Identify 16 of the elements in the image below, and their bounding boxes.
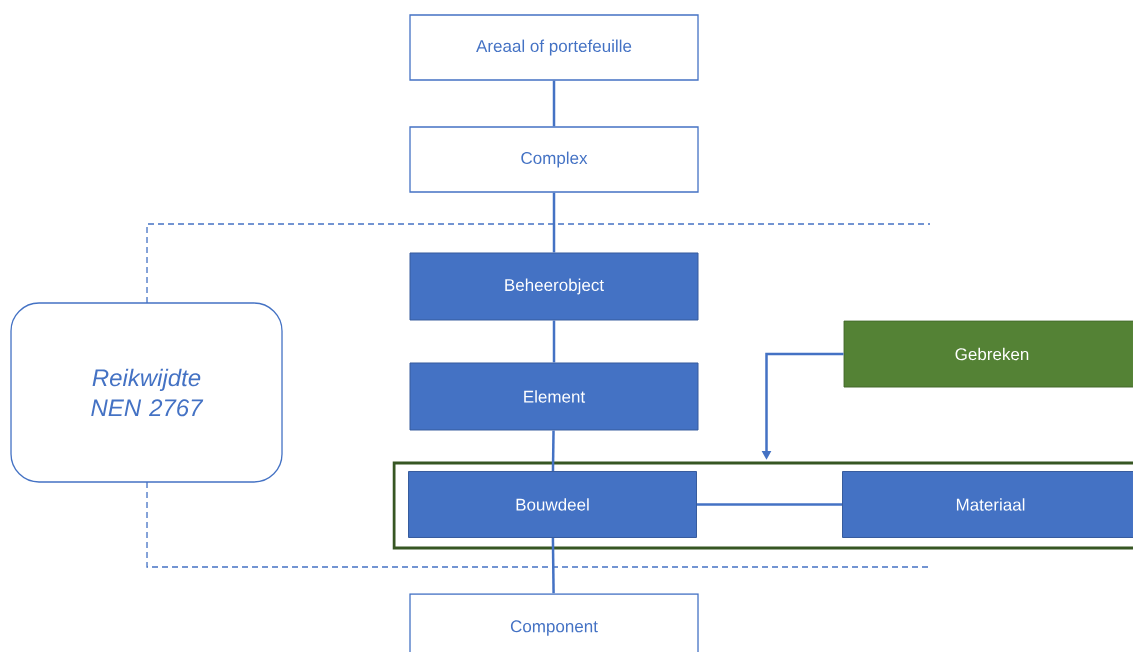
connector-line: [551, 430, 555, 471]
level-box: Bouwdeel: [408, 471, 697, 538]
scope-box: Reikwijdte NEN 2767: [10, 302, 283, 483]
level-box: Complex: [409, 126, 699, 193]
level-box: Areaal of portefeuille: [409, 14, 699, 81]
connector-line: [552, 192, 556, 253]
connector-line: [551, 537, 555, 594]
level-box: Component: [409, 593, 699, 652]
level-box: Element: [409, 362, 699, 431]
connector-line: [697, 503, 842, 506]
defect-box: Gebreken: [843, 320, 1133, 388]
level-box: Materiaal: [842, 471, 1133, 538]
level-box: Beheerobject: [409, 252, 699, 321]
connector-line: [552, 80, 556, 127]
group-frame: [392, 461, 1133, 550]
connector-line: [552, 320, 556, 363]
